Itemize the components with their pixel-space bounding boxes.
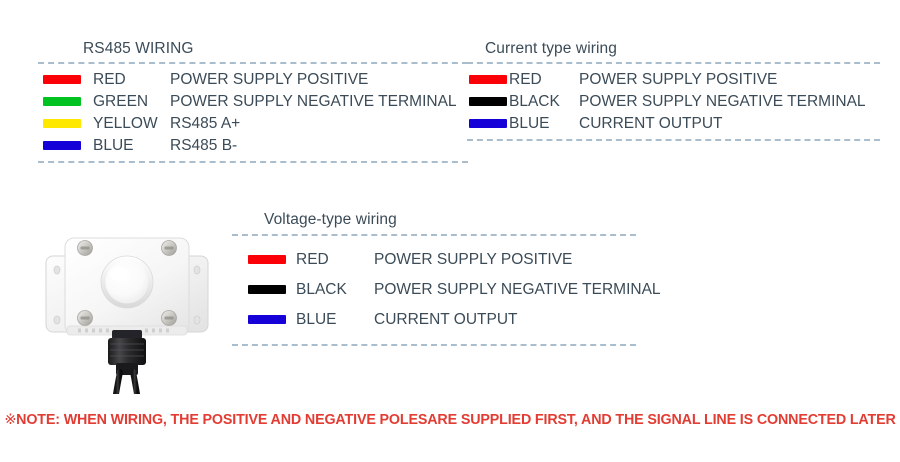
wire-function-label: POWER SUPPLY POSITIVE [170,70,369,88]
color-swatch-cell [232,285,296,294]
wire-function-label: POWER SUPPLY POSITIVE [374,250,573,268]
color-swatch-cell [38,119,93,128]
wire-color-label: GREEN [93,92,149,110]
wire-color-label: RED [509,70,542,88]
wiring-note: ※NOTE: WHEN WIRING, THE POSITIVE AND NEG… [0,412,900,428]
color-swatch-black-icon [248,285,286,294]
color-swatch-green-icon [43,97,81,106]
color-swatch-black-icon [469,97,507,106]
product-illustration-icon [45,237,209,397]
color-swatch-red-icon [469,75,507,84]
color-swatch-cell [467,119,509,128]
wire-color-label: BLUE [509,114,550,132]
wire-color-label: RED [93,70,126,88]
color-swatch-cell [232,315,296,324]
color-swatch-cell [232,255,296,264]
wiring-note-text: NOTE: WHEN WIRING, THE POSITIVE AND NEGA… [16,412,896,428]
wire-function-label: POWER SUPPLY POSITIVE [579,70,778,88]
wiring-table-title: Voltage-type wiring [264,211,397,228]
wiring-table-body: RED POWER SUPPLY POSITIVE BLACK POWER SU… [467,61,880,141]
wire-function-label: POWER SUPPLY NEGATIVE TERMINAL [374,280,661,298]
color-swatch-blue-icon [248,315,286,324]
table-row: YELLOW RS485 A+ [38,113,468,135]
table-row: BLUE CURRENT OUTPUT [467,113,880,135]
table-row: BLACK POWER SUPPLY NEGATIVE TERMINAL [232,275,661,305]
table-row: BLACK POWER SUPPLY NEGATIVE TERMINAL [467,91,880,113]
wire-color-label: BLACK [296,280,347,298]
wiring-table-rs485: RS485 WIRING RED POWER SUPPLY POSITIVE G… [38,41,468,163]
wiring-table-body: RED POWER SUPPLY POSITIVE BLACK POWER SU… [232,233,661,346]
color-swatch-cell [38,75,93,84]
wire-color-label: BLUE [296,310,337,328]
wire-function-label: POWER SUPPLY NEGATIVE TERMINAL [579,92,866,110]
table-row: RED POWER SUPPLY POSITIVE [232,245,636,275]
wiring-table-body: RED POWER SUPPLY POSITIVE GREEN POWER SU… [38,61,468,163]
color-swatch-red-icon [43,75,81,84]
color-swatch-cell [38,141,93,150]
table-row: RED POWER SUPPLY POSITIVE [38,69,468,91]
table-row: GREEN POWER SUPPLY NEGATIVE TERMINAL [38,91,468,113]
wire-color-label: BLACK [509,92,560,110]
color-swatch-blue-icon [43,141,81,150]
wire-function-label: CURRENT OUTPUT [579,114,723,132]
table-row: BLUE CURRENT OUTPUT [232,305,636,335]
wire-function-label: CURRENT OUTPUT [374,310,518,328]
wire-function-label: RS485 A+ [170,114,241,132]
wire-color-label: RED [296,250,329,268]
color-swatch-blue-icon [469,119,507,128]
color-swatch-cell [38,97,93,106]
wiring-table-title: Current type wiring [485,40,617,57]
wire-function-label: POWER SUPPLY NEGATIVE TERMINAL [170,92,457,110]
reference-mark-icon: ※ [4,412,17,428]
wiring-table-voltage: Voltage-type wiring RED POWER SUPPLY POS… [232,211,661,346]
wire-function-label: RS485 B- [170,136,238,154]
wire-color-label: BLUE [93,136,134,154]
wiring-table-current: Current type wiring RED POWER SUPPLY POS… [467,41,880,141]
table-row: RED POWER SUPPLY POSITIVE [467,69,880,91]
table-row: BLUE RS485 B- [38,135,468,157]
color-swatch-yellow-icon [43,119,81,128]
color-swatch-cell [467,97,509,106]
product-photo [34,222,220,397]
color-swatch-cell [467,75,509,84]
wiring-table-title: RS485 WIRING [83,40,194,57]
wire-color-label: YELLOW [93,114,158,132]
color-swatch-red-icon [248,255,286,264]
